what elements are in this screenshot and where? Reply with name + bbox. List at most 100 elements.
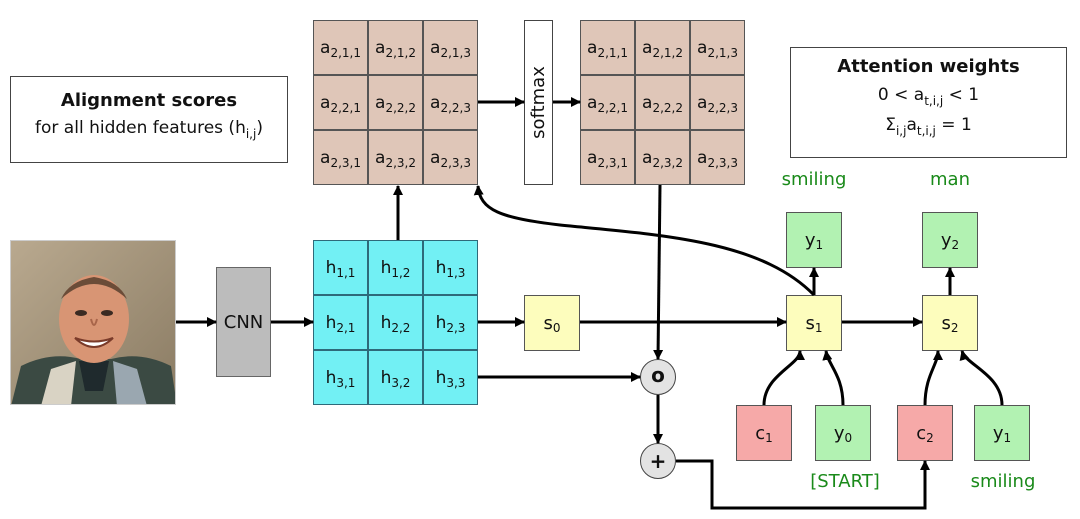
word-man-output: man bbox=[930, 169, 970, 190]
y2-base: y bbox=[940, 229, 952, 251]
feature-cell-symbol: h bbox=[380, 257, 392, 278]
softmax-block: softmax bbox=[524, 20, 553, 185]
weight-cell-index: 2,2,1 bbox=[597, 100, 628, 115]
feature-cell-index: 1,1 bbox=[336, 265, 356, 280]
s1-base: s bbox=[805, 312, 815, 334]
score-cell-symbol: a bbox=[320, 92, 331, 113]
feature-cell-index: 2,1 bbox=[336, 320, 356, 335]
y1in-base: y bbox=[992, 422, 1004, 444]
y1in-sub: 1 bbox=[1003, 431, 1012, 445]
sum-sub1: i,j bbox=[895, 124, 907, 138]
score-cell-symbol: a bbox=[375, 147, 386, 168]
s0-base: s bbox=[543, 312, 553, 334]
feature-cell-index: 1,2 bbox=[391, 265, 411, 280]
c1-base: c bbox=[755, 422, 766, 444]
alignment-desc-sub: i,j bbox=[245, 127, 257, 141]
y0-base: y bbox=[833, 422, 845, 444]
sum-sub2: t,i,j bbox=[916, 124, 936, 138]
input-photo bbox=[10, 240, 176, 405]
weight-cell-symbol: a bbox=[642, 37, 653, 58]
word-smiling-input: smiling bbox=[970, 471, 1036, 492]
weight-cell-index: 2,3,2 bbox=[652, 155, 683, 170]
attention-weights-title: Attention weights bbox=[837, 56, 1020, 77]
feature-cell-symbol: h bbox=[380, 367, 392, 388]
weight-cell-symbol: a bbox=[697, 147, 708, 168]
sum-a: Σ bbox=[885, 115, 896, 135]
score-cell-index: 2,2,1 bbox=[330, 100, 361, 115]
y0-sub: 0 bbox=[844, 431, 853, 445]
range-a: 0 < a bbox=[877, 85, 925, 105]
weight-cell-index: 2,3,3 bbox=[707, 155, 738, 170]
attention-weights-sum: Σi,jat,i,j = 1 bbox=[791, 115, 1066, 138]
c2-sub: 2 bbox=[926, 431, 934, 445]
alignment-scores-title: Alignment scores bbox=[60, 90, 238, 111]
y1-sub: 1 bbox=[815, 238, 824, 252]
feature-cell-symbol: h bbox=[435, 367, 447, 388]
score-cell-index: 2,3,1 bbox=[330, 155, 361, 170]
arrow-c1-s1 bbox=[762, 350, 805, 406]
score-cell-symbol: a bbox=[375, 92, 386, 113]
feature-cell-symbol: h bbox=[325, 257, 337, 278]
arrow-add-c2 bbox=[676, 459, 930, 510]
weight-cell-symbol: a bbox=[697, 37, 708, 58]
c1-sub: 1 bbox=[765, 431, 773, 445]
cnn-label: CNN bbox=[223, 311, 264, 333]
score-cell-index: 2,2,2 bbox=[385, 100, 416, 115]
weight-cell-symbol: a bbox=[587, 92, 598, 113]
weight-cell-symbol: a bbox=[697, 92, 708, 113]
s1-sub: 1 bbox=[814, 321, 823, 335]
y1-base: y bbox=[804, 229, 816, 251]
y2-sub: 2 bbox=[951, 238, 960, 252]
attention-weights-box: Attention weights 0 < at,i,j < 1 Σi,jat,… bbox=[790, 47, 1067, 158]
feature-cell-index: 2,3 bbox=[446, 320, 466, 335]
word-smiling-output: smiling bbox=[781, 169, 847, 190]
s0-sub: 0 bbox=[552, 321, 561, 335]
weight-cell-index: 2,1,3 bbox=[707, 45, 738, 60]
feature-cell-index: 1,3 bbox=[446, 265, 466, 280]
c2-base: c bbox=[916, 422, 927, 444]
weight-cell-symbol: a bbox=[642, 147, 653, 168]
weight-cell-index: 2,3,1 bbox=[597, 155, 628, 170]
score-cell-symbol: a bbox=[375, 37, 386, 58]
alignment-scores-desc: for all hidden features (hi,j) bbox=[11, 118, 287, 141]
feature-cell-symbol: h bbox=[325, 312, 337, 333]
weight-cell-index: 2,1,2 bbox=[652, 45, 683, 60]
score-cell-index: 2,3,2 bbox=[385, 155, 416, 170]
arrow-c2-s2 bbox=[923, 350, 943, 406]
sum-b: a bbox=[906, 115, 917, 135]
smiling-man-photo-icon bbox=[11, 241, 175, 404]
score-cell-symbol: a bbox=[430, 147, 441, 168]
feature-cell-index: 3,1 bbox=[336, 375, 356, 390]
score-cell-index: 2,3,3 bbox=[440, 155, 471, 170]
add-symbol: + bbox=[649, 449, 667, 473]
weight-cell-index: 2,2,3 bbox=[707, 100, 738, 115]
feature-cell-symbol: h bbox=[380, 312, 392, 333]
arrow-s1-scores bbox=[473, 185, 816, 297]
score-cell-index: 2,2,3 bbox=[440, 100, 471, 115]
weight-cell-symbol: a bbox=[587, 147, 598, 168]
